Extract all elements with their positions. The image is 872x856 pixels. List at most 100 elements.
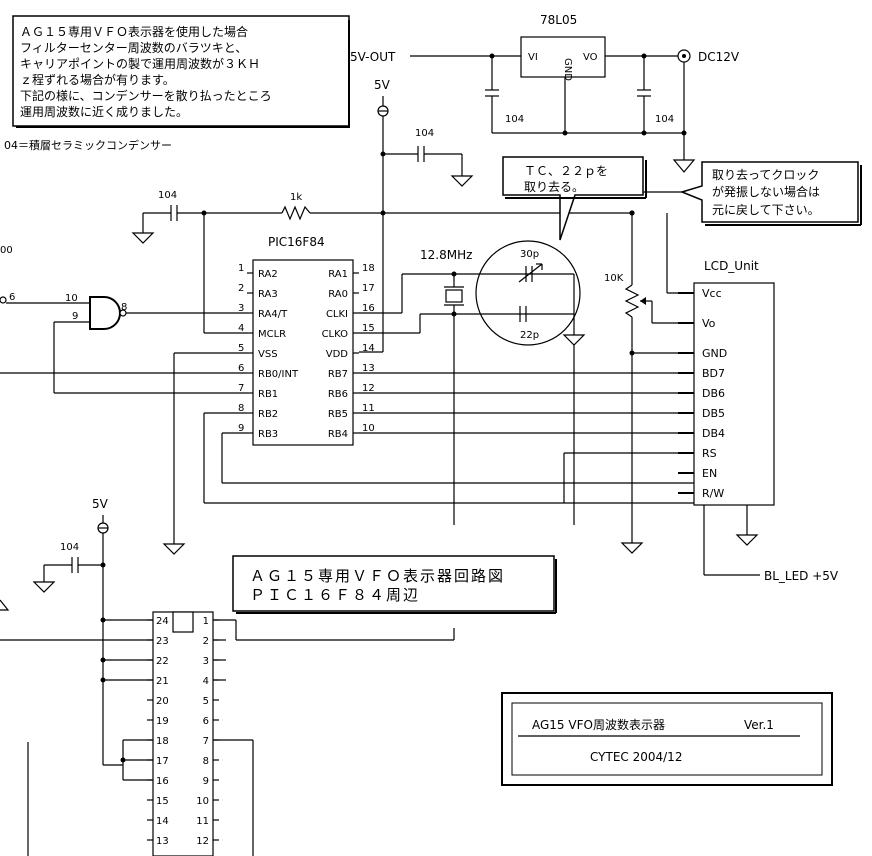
ground-symbol-5v-cap [450,175,474,187]
ground-symbol-edge [0,599,10,611]
nand-gate [89,296,121,330]
ic24-pin-left: 24 [156,616,169,627]
callout-clock-line-1: 取り去ってクロック [712,168,819,182]
pic-pin-name-right: RA1 [328,269,348,280]
gate-pin-8: 8 [121,302,127,313]
pic-pin-num-right: 11 [362,403,375,414]
pic-pin-name-left: RA4/T [258,309,288,320]
resistor-1k-label: 1k [290,192,302,203]
gate-pin-6: 6 [9,292,15,303]
pic-pin-num-right: 18 [362,263,375,274]
crystal-label: 12.8MHz [420,248,472,262]
pic-pin-name-left: RB3 [258,429,278,440]
pic-pin-num-right: 16 [362,303,375,314]
ic24-pin-left: 16 [156,776,169,787]
ground-symbol-lcd [735,534,759,546]
pic-pin-name-right: RA0 [328,289,348,300]
callout-clock-line-3: 元に戻して下さい。 [712,203,820,217]
pot-10k [624,284,640,318]
pic-pin-num-left: 5 [238,343,244,354]
ic24-pin-left: 23 [156,636,169,647]
pic-pin-num-left: 4 [238,323,244,334]
reg-vo-label: VO [583,52,598,63]
resistor-1k [281,205,311,221]
info-version: Ver.1 [744,718,774,732]
lcd-pin-label: Vo [702,317,716,330]
reg-vi-label: VI [528,52,538,63]
ic24-pin-left: 19 [156,716,169,727]
note-line-4: ｚ程ずれる場合が有ります。 [20,72,175,87]
title-box [232,555,555,612]
ic-24pin [152,611,214,856]
pic-pin-num-left: 6 [238,363,244,374]
note-line-5: 下記の様に、コンデンサーを散り払ったところ [20,88,272,103]
pic-pin-num-right: 10 [362,423,375,434]
lcd-unit [693,282,775,506]
ic24-pin-right: 11 [196,816,209,827]
ic24-pin-right: 4 [203,676,209,687]
ic24-pin-left: 20 [156,696,169,707]
pic-pin-name-right: RB6 [328,389,348,400]
lower-5v-label: 5V [92,497,109,511]
ic24-pin-left: 17 [156,756,169,767]
note-line-6: 運用周波数に近く成りました。 [20,104,188,119]
ic24-pin-left: 13 [156,836,169,847]
cap-104-mclr: 104 [158,190,177,201]
ic24-pin-right: 8 [203,756,209,767]
pic16f84-ic [252,259,354,446]
pic-pin-num-right: 14 [362,343,375,354]
ground-symbol-lower [32,581,56,593]
callout-clock [679,161,859,223]
title-line-2: ＰＩＣ１６Ｆ８４周辺 [250,586,420,604]
dc12v-label: DC12V [698,50,740,64]
pic-pin-name-left: RB2 [258,409,278,420]
lcd-pin-label: BD7 [702,367,725,380]
ic24-pin-right: 10 [196,796,209,807]
info-line-1: AG15 VFO周波数表示器 [532,717,665,732]
cap-104-reg-left: 104 [505,114,524,125]
cap-30p-label: 30p [520,249,539,260]
gate-pin-9: 9 [72,311,78,322]
pic-label: PIC16F84 [268,235,325,249]
lcd-pin-label: DB6 [702,387,725,400]
cap-104-5v: 104 [415,128,434,139]
lcd-pin-label: EN [702,467,717,480]
ic24-pin-right: 3 [203,656,209,667]
edge-label: 00 [0,245,13,256]
note-line-1: ＡＧ１５専用ＶＦＯ表示器を使用した場合 [20,24,248,39]
lcd-pin-label: DB5 [702,407,725,420]
pic-pin-num-right: 13 [362,363,375,374]
cap-104-reg-right: 104 [655,114,674,125]
pic-pin-name-right: RB5 [328,409,348,420]
note-box [12,15,350,127]
ground-symbol-mclr [131,232,155,244]
pot-10k-label: 10K [604,273,624,284]
gate-pin-10: 10 [65,293,78,304]
cap-104-lower: 104 [60,542,79,553]
pic-pin-num-right: 17 [362,283,375,294]
pic-pin-name-left: RA3 [258,289,278,300]
note-line-3: キャリアポイントの製で運用周波数が３ＫＨ [20,56,260,71]
ic24-pin-right: 1 [203,616,209,627]
title-line-1: ＡＧ１５専用ＶＦＯ表示器回路図 [250,567,505,585]
lcd-label: LCD_Unit [704,259,759,273]
removed-parts-circle [475,240,581,346]
pic-pin-num-left: 7 [238,383,244,394]
pic-pin-name-right: CLKO [322,329,349,340]
cap-22p-label: 22p [520,330,539,341]
lcd-pin-label: DB4 [702,427,725,440]
capacitor-note: 04＝積層セラミックコンデンサー [4,138,172,152]
lcd-pin-label: Vcc [702,287,722,300]
ground-symbol-vss [162,543,186,555]
reg-gnd-label: GND [562,58,573,81]
ground-symbol-regulator [672,159,696,173]
ic24-pin-left: 21 [156,676,169,687]
ic24-pin-left: 22 [156,656,169,667]
pic-pin-name-right: RB4 [328,429,348,440]
pic-pin-name-right: VDD [326,349,349,360]
bl-led-label: BL_LED +5V [764,569,839,583]
ground-symbol-pot [620,542,644,554]
ground-symbol-caps [562,334,586,346]
lcd-pin-label: GND [702,347,727,360]
